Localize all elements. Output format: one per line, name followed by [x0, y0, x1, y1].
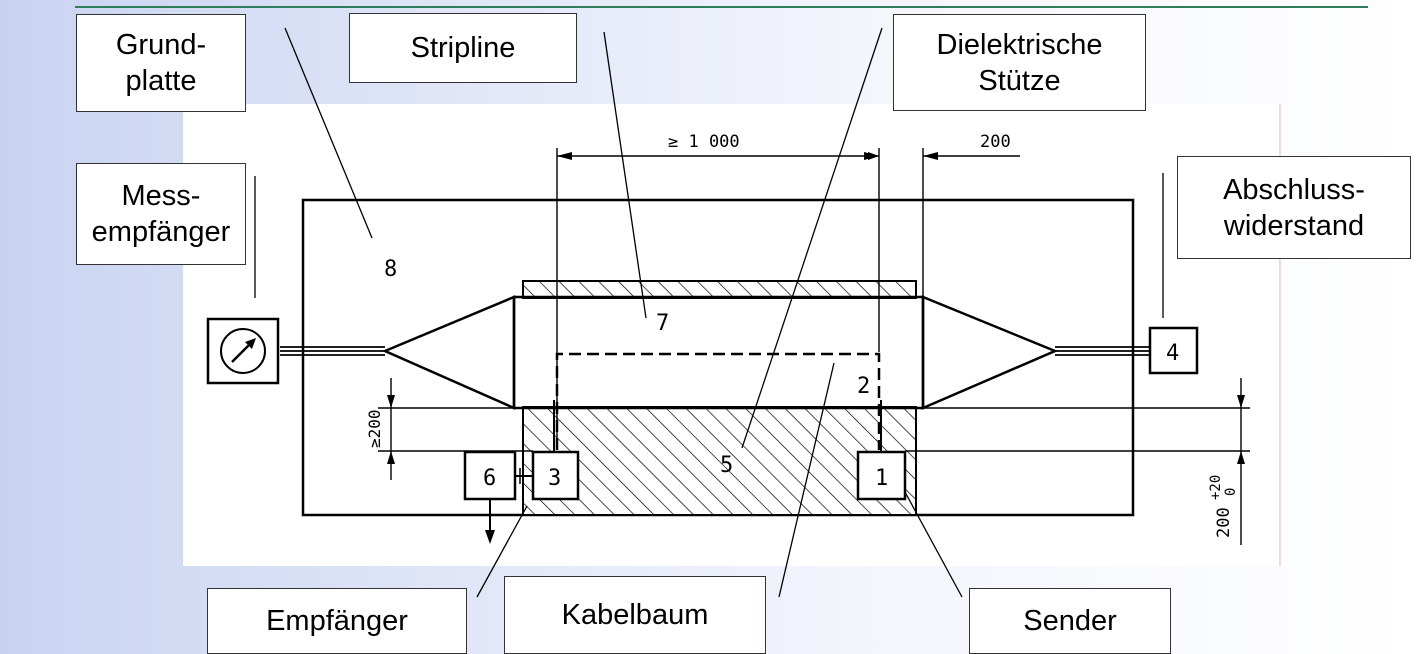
offset-arrow-left — [868, 152, 879, 160]
callout-grundplatte: Grund- platte — [76, 14, 246, 112]
receiver-box — [531, 450, 580, 501]
part-number-5: 5 — [720, 453, 733, 478]
tolerance-zero-text: 0 — [1223, 488, 1239, 496]
leader-sender — [904, 491, 963, 598]
callout-grundplatte-line1: Grund- — [115, 29, 207, 61]
callout-abschlusswiderstand: Abschluss- widerstand — [1177, 156, 1411, 259]
part-number-4: 4 — [1166, 341, 1179, 366]
callout-empfaenger-text: Empfänger — [266, 605, 408, 637]
stripline-cover-hatch — [522, 280, 917, 299]
callout-grundplatte-line2: platte — [125, 65, 197, 97]
left-taper — [381, 295, 516, 410]
aux-output-arrow — [485, 530, 495, 544]
dielectric-support-hatch — [522, 406, 917, 516]
left-feed-line — [280, 346, 385, 356]
callout-sender-text: Sender — [1023, 605, 1117, 637]
leader-stripline — [603, 31, 647, 319]
vertical-arrow-bottom — [1237, 451, 1245, 464]
callout-messempfaenger-line1: Mess- — [121, 180, 201, 212]
callout-stripline-text: Stripline — [410, 32, 516, 64]
callout-abschluss-line2: widerstand — [1223, 209, 1365, 242]
callout-kabelbaum: Kabelbaum — [504, 576, 766, 654]
callout-kabelbaum-text: Kabelbaum — [561, 599, 709, 631]
height-arrow-bottom — [387, 451, 395, 464]
leader-empfaenger — [476, 505, 528, 598]
right-feed-line — [1055, 346, 1150, 356]
part-number-6: 6 — [483, 466, 496, 491]
callout-stuetze-line1: Dielektrische — [936, 28, 1103, 61]
part-number-7: 7 — [656, 311, 669, 336]
part-number-3: 3 — [548, 466, 561, 491]
callout-messempfaenger: Mess- empfänger — [76, 163, 246, 265]
leader-stuetze — [741, 27, 883, 449]
length-dimension-text: ≥ 1 000 — [668, 132, 740, 152]
part-number-1: 1 — [875, 466, 888, 491]
leader-grundplatte — [284, 27, 373, 239]
callout-empfaenger: Empfänger — [207, 588, 467, 654]
height-dimension-text: ≥200 — [365, 409, 384, 448]
offset-dimension-text: 200 — [980, 132, 1011, 152]
meter-dial — [220, 328, 266, 374]
callout-abschluss-line1: Abschluss- — [1223, 173, 1365, 206]
length-dimension — [556, 148, 1020, 450]
vertical-arrow-top — [1237, 395, 1245, 408]
right-taper — [921, 295, 1059, 410]
termination-box — [1148, 326, 1199, 375]
tolerance-plus-text: +20 — [1208, 475, 1224, 500]
sender-box — [856, 450, 907, 501]
leader-kabelbaum — [778, 362, 835, 598]
offset-arrow-right — [923, 152, 938, 160]
length-arrow-left — [557, 152, 572, 160]
part-number-8: 8 — [384, 257, 397, 282]
callout-messempfaenger-line2: empfänger — [91, 216, 231, 248]
meter-needle-head — [245, 338, 256, 349]
callout-stuetze-line2: Stütze — [978, 64, 1061, 97]
part-number-2: 2 — [857, 374, 870, 399]
callout-stripline: Stripline — [349, 13, 577, 83]
callout-sender: Sender — [969, 588, 1171, 654]
height-arrow-top — [387, 395, 395, 408]
callout-leaders — [254, 27, 1164, 598]
callout-dielektrische-stuetze: Dielektrische Stütze — [893, 14, 1146, 111]
vertical-dimension-text: 200 — [1214, 507, 1234, 538]
